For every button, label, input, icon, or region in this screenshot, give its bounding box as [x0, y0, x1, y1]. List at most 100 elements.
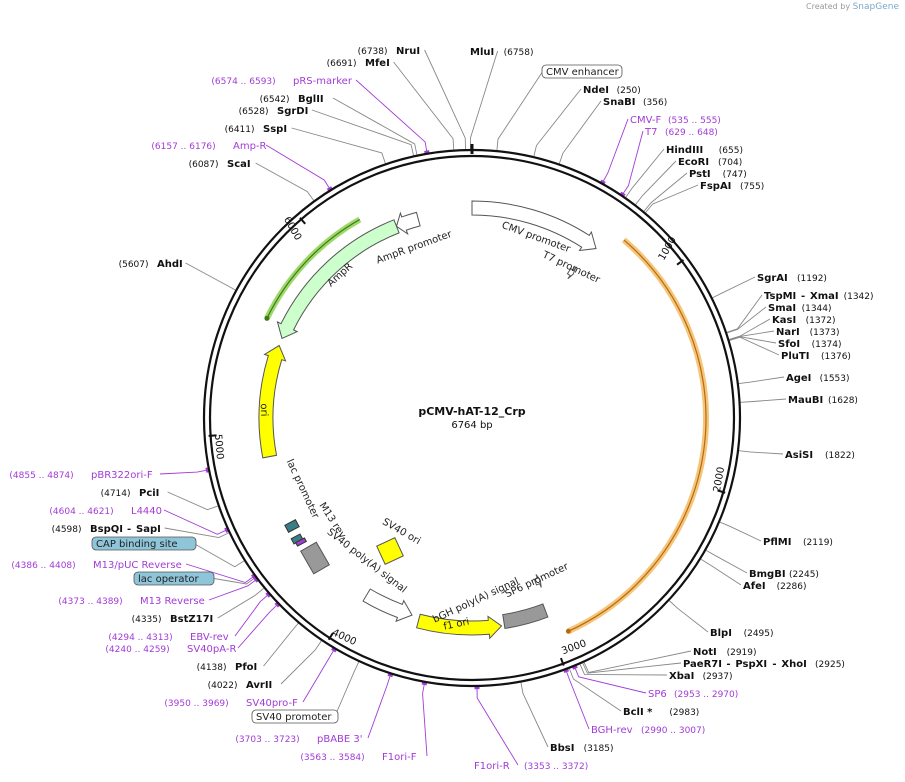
label-name: CAP binding site: [96, 539, 178, 550]
primer-mark: [274, 602, 280, 608]
site-label-f1ori-r[interactable]: F1ori-R(3353 .. 3372): [474, 761, 588, 772]
site-label-pbabe-3-[interactable]: (3703 .. 3723)pBABE 3': [235, 734, 362, 745]
site-label-ecori[interactable]: EcoRI(704): [678, 157, 742, 168]
primer-mark: [620, 191, 626, 197]
site-label-mfei[interactable]: (6691)MfeI: [327, 58, 390, 69]
site-label-kasi[interactable]: KasI(1372): [772, 315, 836, 326]
label-position: (1342): [844, 292, 874, 302]
site-label-pcii[interactable]: (4714)PciI: [101, 488, 160, 499]
site-label-pluti[interactable]: PluTI(1376): [781, 351, 851, 362]
site-label-t7[interactable]: T7(629 .. 648): [644, 127, 718, 138]
site-label-nrui[interactable]: (6738)NruI: [358, 46, 421, 57]
site-label-noti[interactable]: NotI(2919): [693, 647, 757, 658]
site-label-amp-r[interactable]: (6157 .. 6176)Amp-R: [151, 141, 266, 152]
label-name: BspQI: [90, 524, 123, 535]
label-name: Amp-R: [233, 141, 267, 152]
site-label-prs-marker[interactable]: (6574 .. 6593)pRS-marker: [211, 76, 352, 87]
site-label-sgrdi[interactable]: (6528)SgrDI: [239, 106, 309, 117]
label-position: (4714): [101, 489, 131, 499]
site-label-ahdi[interactable]: (5607)AhdI: [119, 259, 183, 270]
leader-line: [569, 668, 622, 712]
site-label-avrii[interactable]: (4022)AvrII: [208, 680, 273, 691]
site-label-lac-operator[interactable]: lac operator: [133, 571, 215, 586]
site-label-bspqi[interactable]: (4598)BspQI- SapI: [52, 524, 161, 535]
site-label-m13-puc-reverse[interactable]: (4386 .. 4408)M13/pUC Reverse: [11, 560, 181, 571]
site-label-bbsi[interactable]: BbsI(3185): [550, 743, 614, 754]
site-label-agei[interactable]: AgeI(1553): [786, 373, 850, 384]
leader-line: [367, 674, 392, 739]
label-name: AfeI: [743, 581, 766, 592]
site-label-sfoi[interactable]: SfoI(1374): [778, 339, 842, 350]
site-label-sv40pa-r[interactable]: (4240 .. 4259) SV40pA-R: [105, 644, 236, 655]
leader-line: [729, 336, 780, 356]
primer-mark: [387, 673, 394, 678]
label-name: CMV enhancer: [546, 67, 620, 78]
label-name: PflMI: [763, 537, 791, 548]
primer-mark: [224, 527, 229, 533]
site-label-hindiii[interactable]: HindIII(655): [666, 145, 743, 156]
site-label-mlui[interactable]: MluI(6758): [470, 47, 534, 58]
label-name: lac operator: [138, 574, 199, 585]
site-label-blpi[interactable]: BlpI(2495): [710, 628, 774, 639]
label-name: MluI: [470, 47, 494, 58]
tick-mark: [560, 657, 565, 666]
site-label-smai[interactable]: SmaI(1344): [768, 303, 832, 314]
site-label-sv40pro-f[interactable]: (3950 .. 3969)SV40pro-F: [164, 698, 298, 709]
site-label-pflmi[interactable]: PflMI(2119): [763, 537, 833, 548]
label-position: (655): [719, 146, 743, 156]
leader-line: [163, 509, 228, 535]
site-label-sp6[interactable]: SP6(2953 .. 2970): [648, 689, 738, 700]
site-label-cap-binding-site[interactable]: CAP binding site: [91, 536, 197, 551]
site-label-psti[interactable]: PstI(747): [689, 169, 747, 180]
site-label-bgh-rev[interactable]: BGH-rev(2990 .. 3007): [591, 725, 705, 736]
tick-mark: [717, 489, 726, 494]
leader-line: [332, 97, 418, 155]
leader-line: [729, 336, 777, 344]
feature-primer-site-mark: [294, 537, 308, 547]
site-label-maubi[interactable]: MauBI(1628): [788, 395, 858, 406]
site-label-nari[interactable]: NarI(1373): [776, 327, 840, 338]
site-label-ndei[interactable]: NdeI(250): [583, 85, 641, 96]
plasmid-length: 6764 bp: [451, 420, 492, 431]
site-label-scai[interactable]: (6087)ScaI: [189, 159, 251, 170]
feature-sv40-promoter-block: [300, 541, 330, 575]
site-label-sv40-promoter[interactable]: SV40 promoter: [251, 709, 339, 724]
label-position: (4240 .. 4259): [105, 645, 169, 655]
tick-mark: [299, 217, 306, 225]
site-label-bglii[interactable]: (6542)BglII: [260, 94, 324, 105]
site-label-cmv-f[interactable]: CMV-F(535 .. 555): [630, 115, 721, 126]
site-label-paer7i[interactable]: PaeR7I-PspXI-XhoI(2925): [683, 659, 845, 670]
site-label-bcli-[interactable]: BclI *(2983): [623, 707, 699, 718]
label-position: (5607): [119, 260, 149, 270]
label-position: (3185): [584, 744, 614, 754]
site-label-m13-reverse[interactable]: (4373 .. 4389)M13 Reverse: [58, 596, 204, 607]
snapgene-credit: Created by SnapGene: [806, 2, 899, 12]
site-label-l4440[interactable]: (4604 .. 4621)L4440: [49, 506, 162, 517]
label-position: (4386 .. 4408): [11, 561, 75, 571]
feature-bgh-poly-a-signal: [502, 603, 549, 630]
site-label-fspai[interactable]: FspAI(755): [700, 181, 764, 192]
site-label-xbai[interactable]: XbaI(2937): [669, 671, 733, 682]
leader-line: [334, 661, 360, 717]
label-name: M13 Reverse: [140, 596, 205, 607]
site-label-cmv-enhancer[interactable]: CMV enhancer: [541, 64, 623, 79]
feature-cap-binding-site: [284, 518, 300, 534]
site-label-afei[interactable]: AfeI(2286): [743, 581, 807, 592]
site-label-pfoi[interactable]: (4138)PfoI: [197, 662, 258, 673]
label-name: BstZ17I: [170, 614, 213, 625]
site-label-bmgbi[interactable]: BmgBI(2245): [749, 569, 819, 580]
site-label-pbr322ori-f[interactable]: (4855 .. 4874)pBR322ori-F: [9, 470, 152, 481]
site-label-ebv-rev[interactable]: (4294 .. 4313)EBV-rev: [108, 632, 228, 643]
feature-cmv-promoter: [471, 200, 597, 252]
site-label-sspi[interactable]: (6411)SspI: [225, 124, 287, 135]
site-label-bstz17i[interactable]: (4335)BstZ17I: [132, 614, 214, 625]
feature-f1-ori: [415, 613, 503, 640]
site-label-sgrai[interactable]: SgrAI(1192): [757, 273, 827, 284]
leader-line: [625, 148, 665, 198]
site-label-tspmi[interactable]: TspMI-XmaI(1342): [764, 291, 874, 302]
label-name-alt: PspXI: [735, 659, 767, 670]
site-label-f1ori-f[interactable]: (3563 .. 3584)F1ori-F: [300, 752, 416, 763]
label-name: SV40pA-R: [187, 644, 236, 655]
site-label-snabi[interactable]: SnaBI(356): [603, 97, 667, 108]
site-label-asisi[interactable]: AsiSI(1822): [785, 450, 855, 461]
